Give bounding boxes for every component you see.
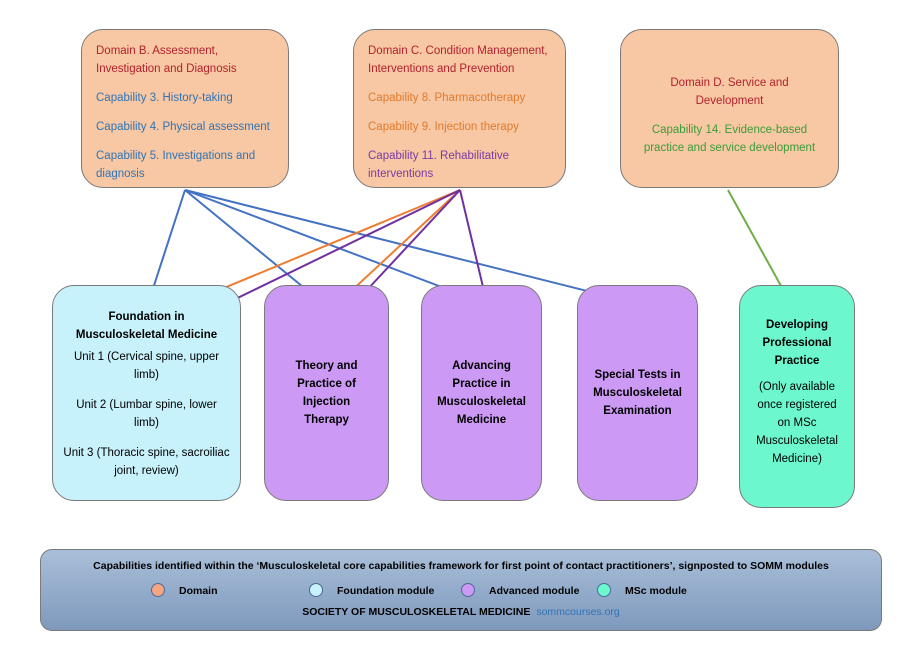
domain-c-box: Domain C. Condition Management, Interven… [353,29,566,188]
special-tests-module-title: Special Tests in Musculoskeletal Examina… [593,369,682,417]
legend-panel: Capabilities identified within the ‘Musc… [40,549,882,631]
arrow-b-to-special [184,189,645,308]
domain-b-title: Domain B. Assessment, Investigation and … [96,45,237,75]
advancing-practice-module-title: Advancing Practice in Musculoskeletal Me… [437,360,526,426]
capability-injection-therapy: Capability 9. Injection therapy [368,121,519,133]
developing-practice-note: (Only available once registered on MSc M… [756,381,838,465]
website-link[interactable]: sommcourses.org [536,606,620,618]
domain-c-title: Domain C. Condition Management, Interven… [368,45,548,75]
capability-investigations: Capability 5. Investigations and diagnos… [96,150,256,180]
foundation-module-box: Foundation in Musculoskeletal Medicine U… [52,285,241,501]
developing-practice-module-title: Developing Professional Practice [762,319,832,367]
developing-practice-module-box: Developing Professional Practice (Only a… [739,285,855,508]
special-tests-module-box: Special Tests in Musculoskeletal Examina… [577,285,698,501]
foundation-module-title: Foundation in Musculoskeletal Medicine [75,311,218,341]
arrow-c-to-foundation-purple [217,189,461,308]
arrow-b-to-advancing [184,189,478,302]
legend-item-advanced: Advanced module [461,583,579,597]
foundation-color-dot [309,583,323,597]
org-name: SOCIETY OF MUSCULOSKELETAL MEDICINE [302,606,531,618]
legend-title: Capabilities identified within the ‘Musc… [93,560,829,572]
foundation-unit-2: Unit 2 (Lumbar spine, lower limb) [76,399,217,429]
capability-physical-assessment: Capability 4. Physical assessment [96,121,270,133]
capability-evidence-based: Capability 14. Evidence-based practice a… [643,124,816,154]
advanced-color-dot [461,583,475,597]
legend-item-foundation: Foundation module [309,583,434,597]
domain-d-box: Domain D. Service and Development Capabi… [620,29,839,188]
legend-item-domain: Domain [151,583,218,597]
capability-pharmacotherapy: Capability 8. Pharmacotherapy [368,92,526,104]
domain-d-title: Domain D. Service and Development [670,77,789,107]
foundation-unit-1: Unit 1 (Cervical spine, upper limb) [73,351,220,381]
injection-therapy-module-title: Theory and Practice of Injection Therapy [295,360,358,426]
capability-rehabilitative: Capability 11. Rehabilitative interventi… [368,150,510,180]
domain-color-dot [151,583,165,597]
advancing-practice-module-box: Advancing Practice in Musculoskeletal Me… [421,285,542,501]
foundation-unit-3: Unit 3 (Thoracic spine, sacroiliac joint… [63,447,230,477]
org-line: SOCIETY OF MUSCULOSKELETAL MEDICINE sommc… [41,606,881,618]
injection-therapy-module-box: Theory and Practice of Injection Therapy [264,285,389,501]
capability-history-taking: Capability 3. History-taking [96,92,233,104]
legend-item-msc: MSc module [597,583,687,597]
domain-b-box: Domain B. Assessment, Investigation and … [81,29,289,188]
arrow-c-to-foundation-orange [181,189,461,307]
msc-color-dot [597,583,611,597]
